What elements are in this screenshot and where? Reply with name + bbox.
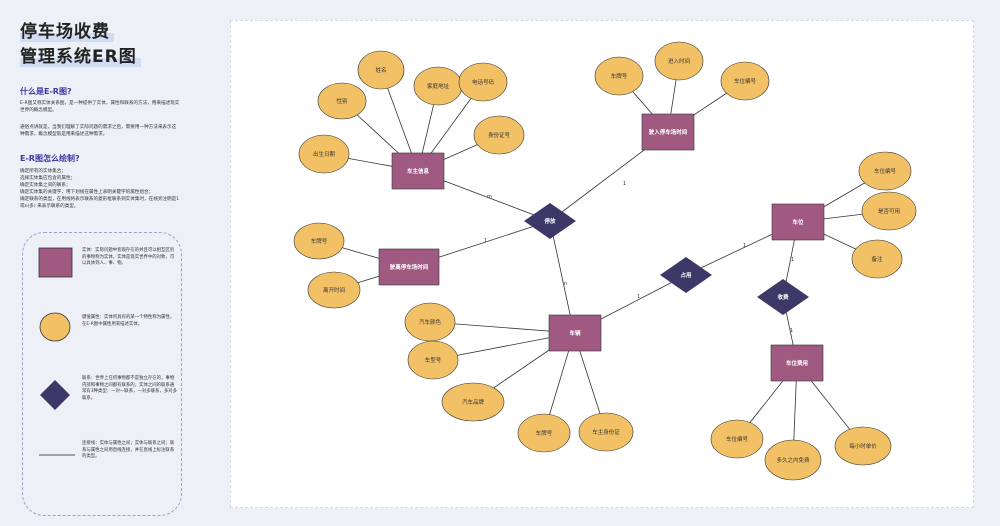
title-line-1: 停车场收费 (20, 22, 114, 42)
entity-entry-time: 驶入停车场时间 (641, 113, 695, 151)
svg-text:车牌号: 车牌号 (311, 237, 328, 245)
cardinality-label: 1 (743, 243, 746, 249)
svg-text:车主信息: 车主信息 (407, 167, 430, 175)
legend-connector-text: 连接线：实体与属性之间；实体与联系之间；联系与属性之间用直线连接，并在直线上标注… (82, 441, 175, 459)
cardinality-label: 1 (484, 238, 487, 244)
svg-text:每小时单价: 每小时单价 (849, 442, 877, 450)
cardinality-labels: m 1 1 n 1 1 1 1 (484, 181, 794, 334)
legend-symbols (38, 247, 75, 456)
section-heading-how: E-R图怎么绘制? (20, 154, 80, 163)
svg-text:车主身份证: 车主身份证 (592, 428, 620, 436)
legend-attribute-symbol (39, 312, 71, 342)
svg-text:车位费用: 车位费用 (786, 359, 808, 367)
svg-text:离开时间: 离开时间 (323, 286, 345, 294)
legend-entity-text: 实体：实际问题中客观存在的并且可以相互区别的事物称为实体。实体是现实世界中的对象… (82, 248, 175, 266)
svg-text:占用: 占用 (680, 271, 691, 279)
svg-text:汽车品牌: 汽车品牌 (462, 398, 485, 406)
svg-text:驶入停车场时间: 驶入停车场时间 (649, 128, 688, 136)
svg-text:车牌号: 车牌号 (536, 429, 553, 437)
svg-text:性别: 性别 (336, 97, 347, 105)
legend-relationship-text: 联系：世界上任何事物都不是独立存在的，事物内部和事物之间都有联系的，实体之间的联… (82, 376, 177, 401)
attribute-node: 车位编号 (720, 61, 770, 101)
cardinality-label: n (564, 281, 567, 287)
attribute-node: 汽车品牌 (441, 382, 505, 422)
step-line: 确定联系的类型，在用线将表示联系的菱形框联系到实体集时，在线旁注明是1或n(多)… (20, 197, 180, 209)
svg-text:车型号: 车型号 (425, 356, 442, 364)
section-steps: 确定所有的实体集合； 选择实体集应包含的属性； 确定实体集之间的联系； 确定实体… (20, 168, 180, 210)
attribute-node: 家庭地址 (413, 66, 463, 106)
attribute-node: 汽车颜色 (404, 302, 456, 342)
entity-space: 车位 (771, 203, 825, 241)
cardinality-label: 1 (623, 181, 626, 187)
step-line: 确定实体集之间的联系； (20, 183, 71, 188)
attribute-node: 身份证号 (473, 115, 525, 155)
cardinality-label: m (487, 194, 492, 200)
legend-entity-symbol (38, 247, 73, 278)
attribute-node: 多久之内免费 (764, 439, 822, 481)
attribute-node: 进入时间 (654, 41, 704, 81)
svg-text:车位编号: 车位编号 (726, 435, 749, 443)
attribute-node: 车位编号 (710, 419, 764, 459)
svg-text:汽车颜色: 汽车颜色 (419, 318, 442, 326)
attribute-node: 车牌号 (293, 222, 345, 260)
entity-car: 车辆 (548, 314, 602, 352)
legend-panel (22, 232, 182, 516)
svg-text:家庭地址: 家庭地址 (427, 82, 450, 90)
legend-relationship-symbol (40, 380, 70, 410)
title-line-2: 管理系统ER图 (20, 47, 141, 67)
attribute-node: 姓名 (357, 50, 405, 90)
relationship-charge: 收费 (757, 279, 809, 315)
diagram-canvas: m 1 1 n 1 1 1 1 姓名 性别 家庭地址 电话号码 出生日期 身份证… (230, 20, 974, 508)
cardinality-label: 1 (637, 294, 640, 300)
svg-text:车牌号: 车牌号 (611, 72, 628, 80)
svg-text:车位: 车位 (792, 218, 804, 226)
attribute-node: 每小时单价 (834, 426, 892, 466)
attribute-nodes: 姓名 性别 家庭地址 电话号码 出生日期 身份证号 车牌号 进入时间 车位编号 … (293, 41, 917, 481)
svg-text:收费: 收费 (777, 293, 789, 301)
svg-text:出生日期: 出生日期 (313, 150, 336, 158)
section-paragraph-1: E-R图又称实体关系图，是一种提供了实体，属性和联系的方法，用来描述现实世界的概… (20, 101, 180, 113)
svg-text:进入时间: 进入时间 (668, 57, 690, 65)
section-paragraph-2: 通俗点讲就是，当我们理解了实际问题的需求之后，需要用一种方法来表示这种需求，概念… (20, 125, 177, 137)
attribute-node: 车型号 (407, 340, 459, 380)
attribute-node: 备注 (851, 239, 903, 279)
svg-text:电话号码: 电话号码 (472, 78, 495, 86)
attribute-node: 离开时间 (307, 271, 361, 309)
svg-text:车位编号: 车位编号 (734, 77, 757, 85)
svg-text:车辆: 车辆 (569, 329, 581, 337)
svg-text:是否可用: 是否可用 (878, 208, 900, 215)
cardinality-label: 1 (790, 328, 793, 334)
relationship-park: 停放 (524, 203, 576, 239)
svg-text:车位编号: 车位编号 (874, 167, 897, 175)
svg-text:备注: 备注 (871, 255, 883, 263)
page-title: 停车场收费 管理系统ER图 (20, 20, 141, 70)
svg-text:多久之内免费: 多久之内免费 (776, 456, 810, 464)
relationship-nodes: 停放 占用 收费 (524, 203, 809, 315)
er-diagram: m 1 1 n 1 1 1 1 姓名 性别 家庭地址 电话号码 出生日期 身份证… (293, 41, 917, 481)
svg-text:驶离停车场时间: 驶离停车场时间 (390, 263, 429, 271)
cardinality-label: 1 (791, 257, 794, 263)
legend-attribute-text: 键值属性：实体所具有的某一个特性称为属性，在E-R图中属性用来描述实体。 (82, 315, 175, 327)
svg-text:姓名: 姓名 (375, 66, 386, 74)
attribute-node: 车主身份证 (578, 412, 634, 452)
svg-text:身份证号: 身份证号 (488, 131, 511, 139)
entity-nodes: 车主信息 驶入停车场时间 驶离停车场时间 车辆 车位 车位费用 (378, 113, 825, 382)
attribute-node: 车牌号 (594, 56, 644, 96)
relationship-occupy: 占用 (660, 257, 712, 293)
step-line: 确定实体集的关键字，用下划线在属性上表明关键字的属性组合； (20, 190, 154, 195)
entity-exit-time: 驶离停车场时间 (378, 248, 440, 286)
attribute-node: 电话号码 (458, 62, 508, 102)
sidebar: 停车场收费 管理系统ER图 什么是E-R图? E-R图又称实体关系图，是一种提供… (0, 0, 200, 526)
attribute-node: 车牌号 (517, 413, 571, 453)
svg-text:停放: 停放 (544, 217, 556, 225)
entity-owner: 车主信息 (391, 152, 445, 190)
entity-fee: 车位费用 (770, 344, 824, 382)
attribute-node: 是否可用 (861, 191, 917, 231)
attribute-node: 性别 (317, 82, 367, 120)
section-heading-what: 什么是E-R图? (20, 87, 72, 96)
attribute-node: 出生日期 (298, 134, 350, 174)
step-line: 确定所有的实体集合； (20, 169, 66, 174)
attribute-node: 车位编号 (858, 151, 912, 191)
step-line: 选择实体集应包含的属性； (20, 176, 76, 181)
